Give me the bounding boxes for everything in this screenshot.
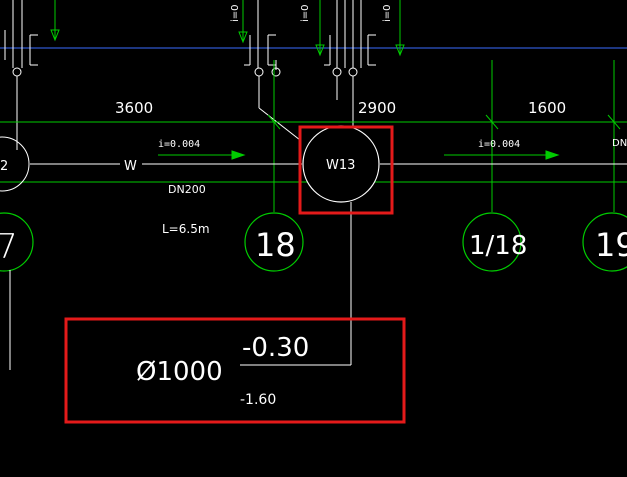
slope-right-partial: DN bbox=[612, 138, 627, 149]
dimension-3600: 3600 bbox=[115, 99, 153, 117]
top-slope-3: i=0 bbox=[382, 4, 393, 22]
axis-bubbles bbox=[0, 212, 627, 272]
axis-label-19: 19 bbox=[595, 226, 627, 264]
axis-label-1-18: 1/18 bbox=[469, 231, 527, 261]
pipe-medium: W bbox=[124, 159, 137, 174]
well-top-elevation: -0.30 bbox=[242, 333, 309, 363]
dimension-2900: 2900 bbox=[358, 99, 396, 117]
dimension-1600: 1600 bbox=[528, 99, 566, 117]
well-diameter: Ø1000 bbox=[136, 357, 223, 387]
manhole-w13-label: W13 bbox=[326, 158, 355, 173]
well-bottom-elevation: -1.60 bbox=[240, 392, 276, 408]
pipe-length: L=6.5m bbox=[162, 222, 210, 236]
top-green-arrows bbox=[50, 0, 405, 57]
top-slope-labels: i=0 i=0 i=0 bbox=[230, 4, 393, 22]
highlight-box-manhole bbox=[298, 125, 394, 215]
top-white-structure bbox=[4, 0, 376, 150]
slope-right: i=0.004 bbox=[478, 139, 520, 150]
slope-left: i=0.004 bbox=[158, 139, 200, 150]
top-slope-1: i=0 bbox=[230, 4, 241, 22]
slope-left-arrow bbox=[158, 150, 246, 160]
top-slope-2: i=0 bbox=[300, 4, 311, 22]
slope-right-arrow bbox=[444, 150, 560, 160]
manhole-left-partial bbox=[0, 136, 30, 192]
axis-label-7: 7 bbox=[0, 227, 18, 267]
manhole-left-label: 2 bbox=[0, 159, 8, 174]
pipe-diameter: DN200 bbox=[168, 183, 206, 196]
axis-label-18: 18 bbox=[255, 226, 296, 264]
green-grid-lines bbox=[273, 60, 615, 212]
manhole-leader bbox=[240, 202, 352, 366]
highlight-box-well-info bbox=[64, 317, 406, 424]
